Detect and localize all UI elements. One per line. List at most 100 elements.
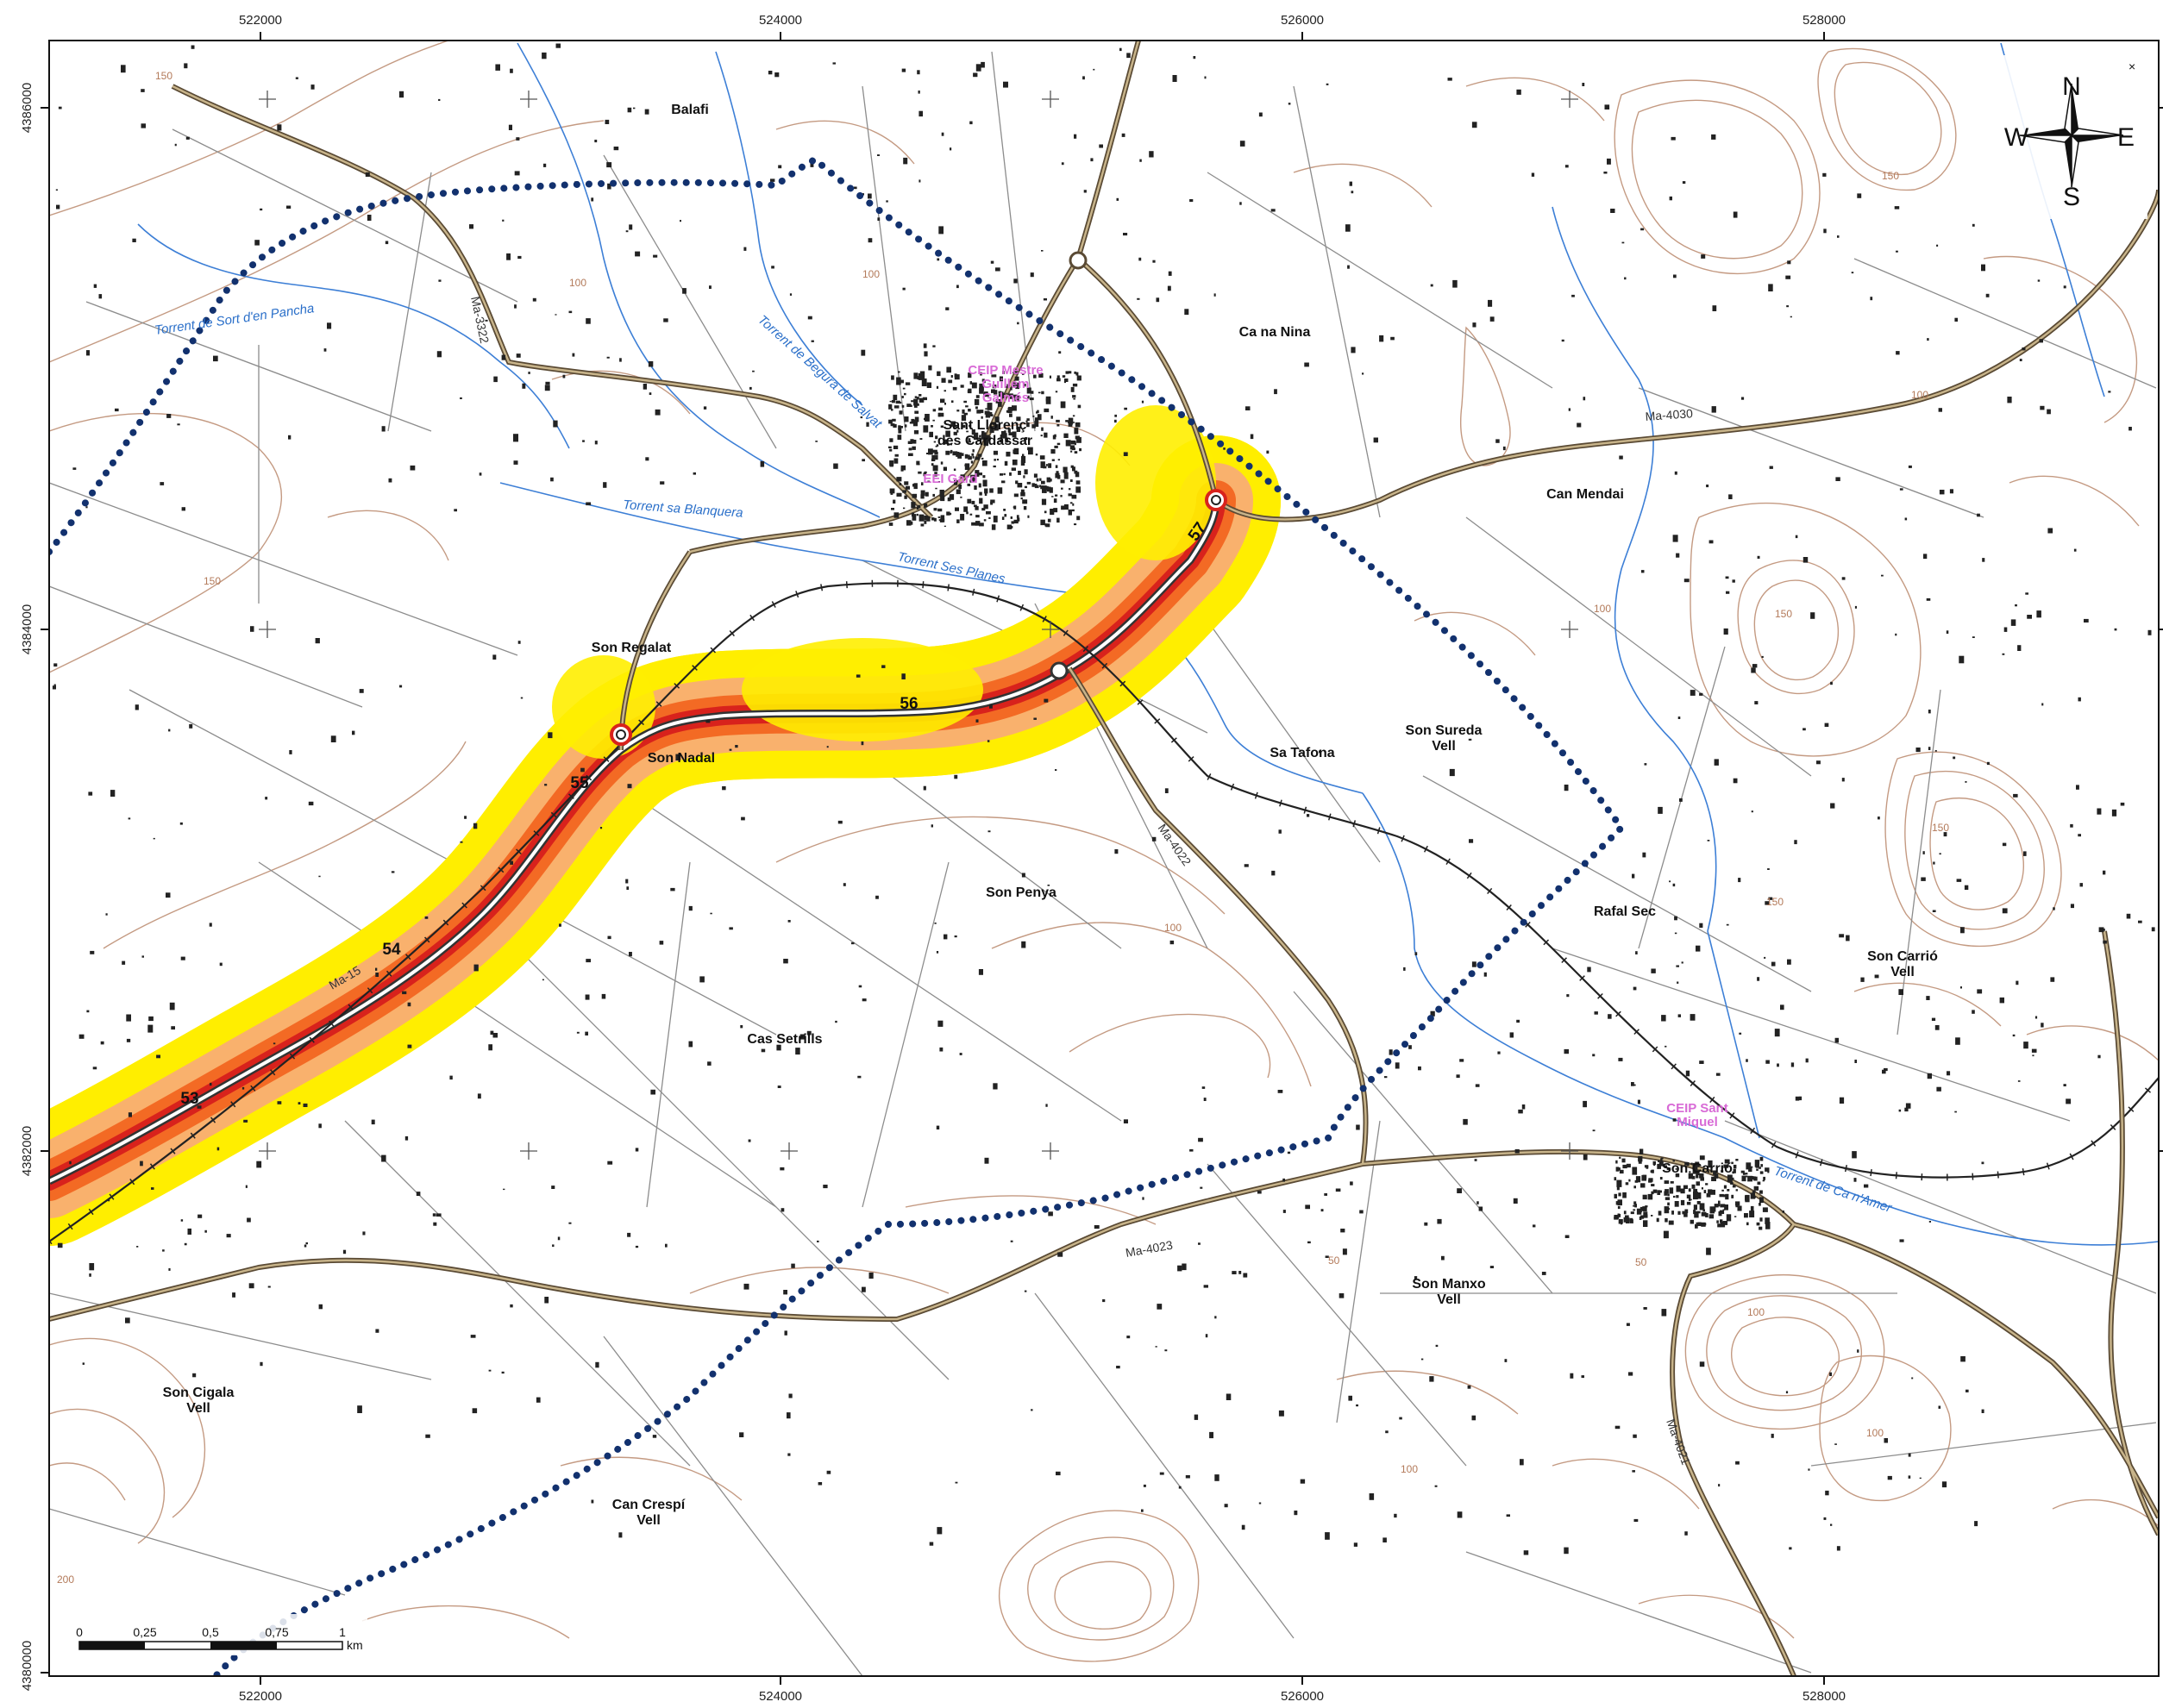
building: [1045, 396, 1051, 404]
building: [969, 121, 973, 125]
building: [1592, 1129, 1596, 1132]
building: [1026, 387, 1031, 394]
building: [93, 284, 97, 288]
building: [1643, 1211, 1648, 1217]
building: [953, 431, 957, 435]
building: [1720, 1221, 1726, 1228]
building: [959, 1053, 962, 1055]
building: [1209, 1431, 1213, 1439]
building: [1036, 411, 1038, 414]
building: [1141, 1509, 1144, 1512]
building: [1763, 1176, 1765, 1180]
building: [935, 487, 937, 490]
school-label: CEIP Mestre: [968, 363, 1043, 378]
building: [1467, 1385, 1471, 1389]
building: [916, 507, 919, 510]
building: [1699, 1060, 1704, 1064]
building: [993, 465, 996, 468]
building: [1000, 391, 1004, 395]
building: [1699, 1155, 1705, 1161]
building: [1079, 447, 1082, 452]
building: [1756, 1222, 1760, 1226]
building: [2078, 697, 2081, 702]
building: [998, 391, 1002, 394]
building: [1564, 1547, 1569, 1555]
building: [1038, 372, 1044, 378]
building: [1965, 781, 1967, 783]
building: [1169, 940, 1175, 945]
building: [1936, 1086, 1941, 1092]
building: [1044, 432, 1048, 438]
building: [945, 430, 950, 437]
building: [1674, 916, 1677, 921]
building: [1424, 1222, 1428, 1226]
building: [1953, 756, 1956, 760]
building: [1594, 1011, 1598, 1015]
building: [1065, 371, 1069, 374]
building: [1070, 450, 1073, 453]
building: [1794, 840, 1797, 845]
building: [771, 266, 774, 269]
building: [832, 62, 836, 65]
building: [1705, 1213, 1708, 1217]
building: [381, 1154, 386, 1162]
building: [2053, 907, 2055, 910]
building: [1665, 1165, 1667, 1167]
building: [1068, 493, 1072, 497]
building: [1116, 197, 1119, 201]
building: [1345, 224, 1351, 232]
building: [910, 404, 912, 407]
building: [1633, 1186, 1636, 1189]
building: [1570, 1373, 1574, 1379]
building: [562, 374, 566, 379]
building: [1414, 952, 1418, 955]
building: [1874, 974, 1879, 979]
building: [975, 515, 980, 518]
building: [960, 385, 964, 388]
building: [888, 522, 893, 526]
building: [1041, 250, 1044, 252]
building: [1708, 540, 1714, 544]
building: [1633, 1209, 1636, 1211]
building: [907, 441, 912, 444]
building: [1266, 450, 1270, 454]
building: [2019, 359, 2022, 361]
building: [603, 482, 607, 488]
building: [1830, 803, 1835, 809]
building: [1673, 1195, 1676, 1198]
building: [1319, 750, 1320, 754]
building: [1055, 494, 1058, 497]
building: [1041, 480, 1045, 485]
building: [761, 1048, 766, 1053]
building: [920, 494, 925, 499]
building: [219, 962, 223, 967]
building: [893, 394, 898, 401]
building: [226, 1234, 231, 1238]
building: [265, 797, 268, 800]
building: [582, 440, 585, 442]
building: [1457, 1188, 1462, 1193]
building: [951, 400, 954, 404]
building: [1205, 1334, 1208, 1338]
building: [86, 350, 90, 356]
building: [1731, 1161, 1734, 1165]
building: [1708, 1214, 1715, 1219]
building: [987, 403, 993, 410]
building: [969, 381, 972, 385]
building: [1703, 1190, 1707, 1193]
building: [2070, 823, 2073, 828]
building: [1700, 1177, 1704, 1181]
building: [58, 106, 62, 109]
building: [670, 887, 675, 892]
close-icon[interactable]: ×: [2129, 59, 2135, 73]
building: [1056, 375, 1060, 379]
building: [1024, 1290, 1027, 1292]
building: [1931, 1017, 1936, 1021]
building: [1751, 1166, 1753, 1168]
building: [1746, 1059, 1748, 1062]
building: [924, 472, 927, 475]
building: [1618, 1192, 1621, 1197]
building: [557, 1236, 561, 1241]
